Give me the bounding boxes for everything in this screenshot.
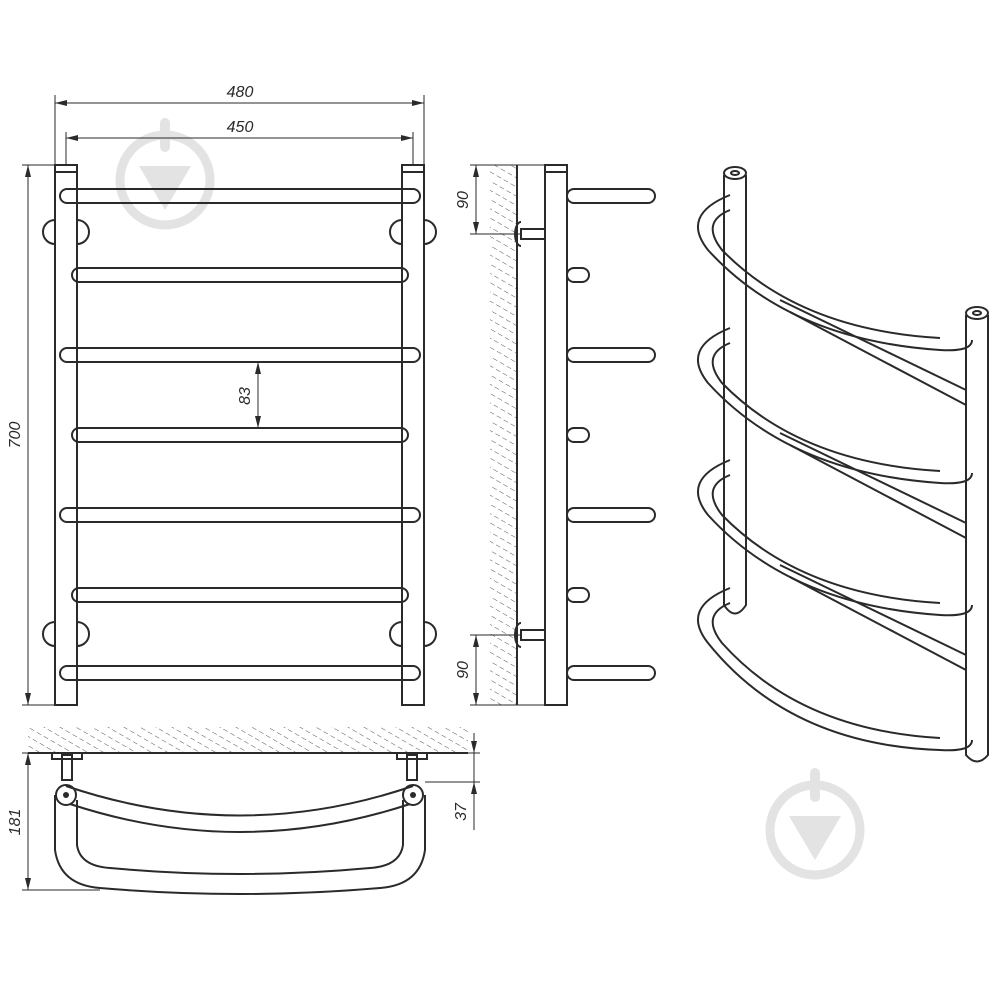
svg-text:700: 700: [7, 422, 24, 449]
svg-text:83: 83: [237, 387, 254, 405]
svg-text:90: 90: [455, 191, 472, 209]
inner-rail: [65, 785, 414, 817]
rung-3: [59, 347, 421, 363]
svg-text:450: 450: [227, 119, 254, 136]
svg-text:90: 90: [455, 661, 472, 679]
mount-left: [55, 784, 77, 806]
bow-rung-4: [697, 587, 973, 752]
dimension-width-axis: 450: [65, 119, 414, 165]
side-view: 90 90: [455, 164, 656, 706]
front-view: 480 450 700 83: [7, 84, 437, 706]
svg-text:181: 181: [7, 809, 24, 836]
dimension-height: 700: [7, 164, 55, 706]
mount-right: [402, 784, 424, 806]
dimension-standoff: 37: [425, 733, 480, 830]
watermark-logo-icon: [765, 768, 865, 880]
bracket-right-bottom: [423, 621, 437, 647]
side-upright: [544, 164, 568, 706]
top-view: 181 37: [7, 727, 480, 895]
left-upright: [54, 164, 78, 706]
perspective-view: [697, 166, 989, 763]
svg-text:37: 37: [453, 802, 470, 821]
dimension-depth: 181: [7, 752, 100, 891]
svg-text:480: 480: [227, 84, 254, 101]
watermark-logo-icon: [115, 118, 215, 230]
outer-rail: [54, 795, 426, 895]
top-wall-hatch: [28, 727, 468, 753]
rung-4: [71, 427, 409, 443]
bracket-left-bottom: [42, 621, 56, 647]
right-upright: [401, 164, 425, 706]
dimension-bottom-offset: 90: [455, 634, 545, 706]
rung-1: [59, 188, 421, 204]
bracket-right-top: [423, 219, 437, 245]
rung-6: [71, 587, 409, 603]
bracket-left-top: [42, 219, 56, 245]
rung-5: [59, 507, 421, 523]
rung-7: [59, 665, 421, 681]
post-right: [965, 315, 989, 763]
dimension-width-overall: 480: [54, 84, 425, 165]
rung-2: [71, 267, 409, 283]
dimension-rung-spacing: 83: [237, 362, 261, 428]
wall-hatch: [490, 165, 517, 705]
dimension-top-offset: 90: [455, 164, 545, 235]
